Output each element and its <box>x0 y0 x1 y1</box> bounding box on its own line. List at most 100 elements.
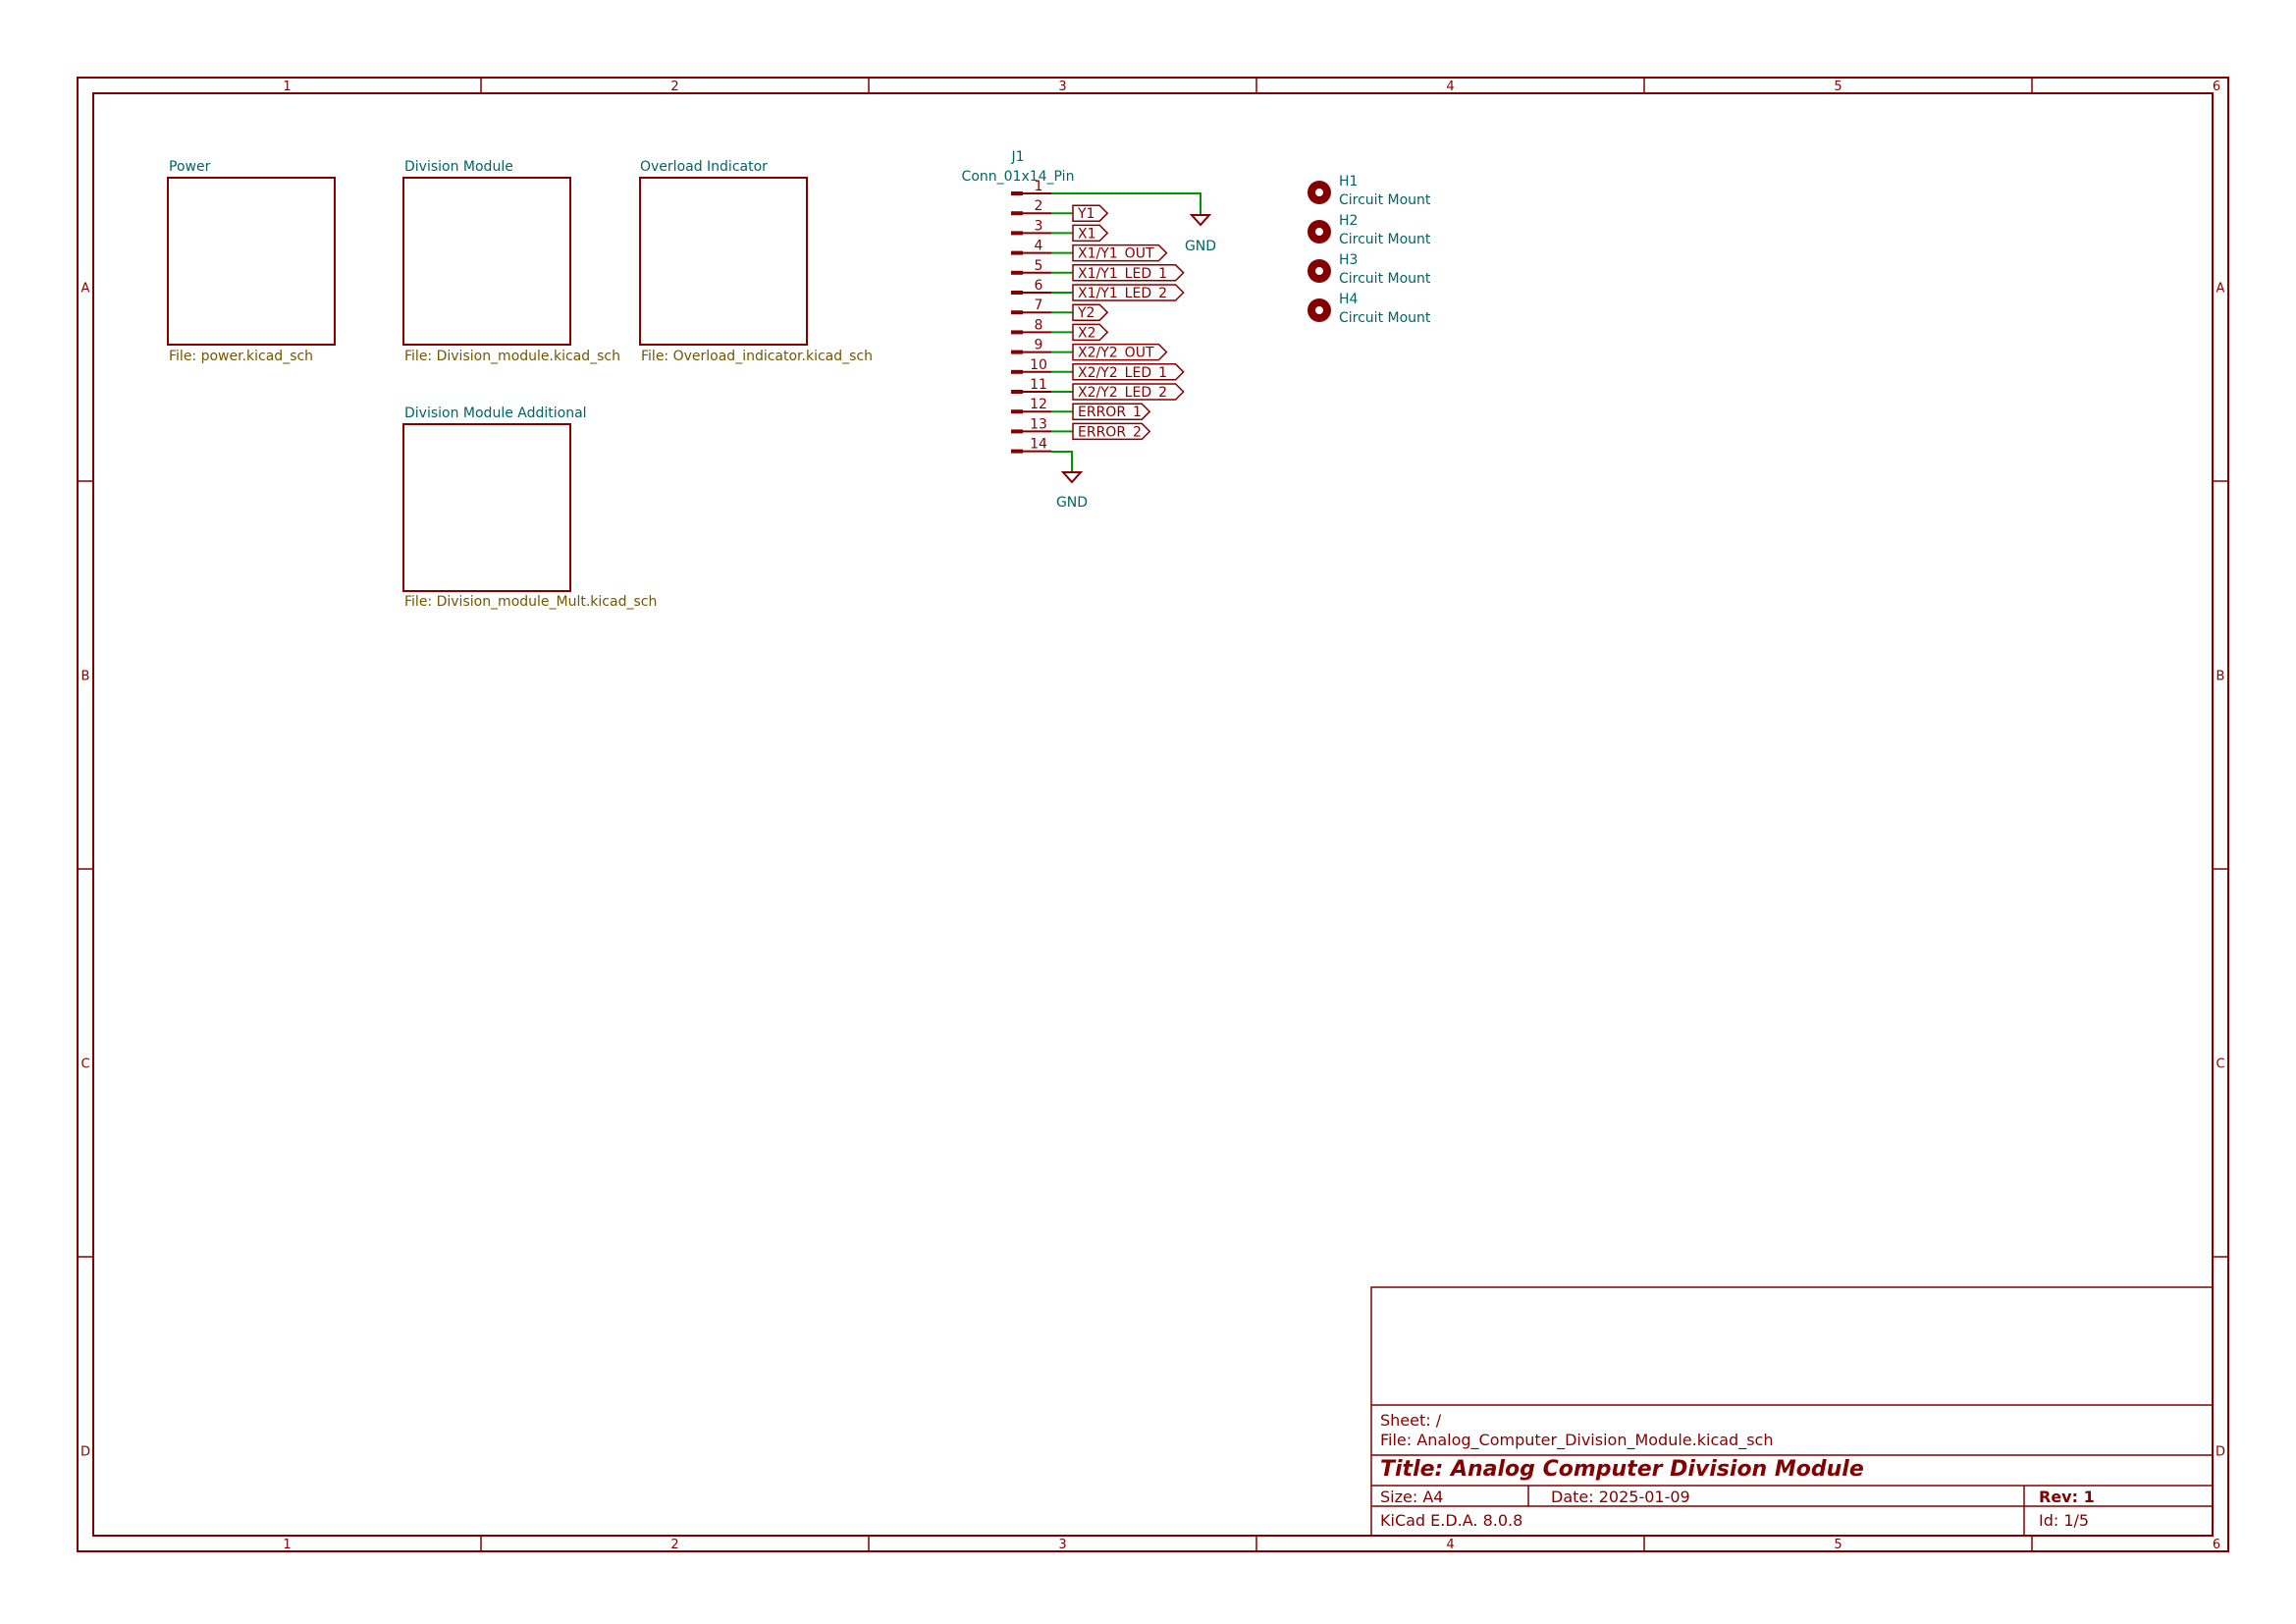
mount-hole-center <box>1315 306 1323 314</box>
global-label-text: X1 <box>1078 226 1096 242</box>
global-label[interactable] <box>1072 323 1109 342</box>
pin-body <box>1011 310 1023 315</box>
border-col-label: 4 <box>1446 80 1454 94</box>
pin-body <box>1011 231 1023 236</box>
global-label[interactable] <box>1072 383 1185 401</box>
pin-number: 9 <box>1035 338 1043 353</box>
gnd-label-bottom: GND <box>1056 495 1088 511</box>
global-label-text: X1/Y1_LED_2 <box>1078 286 1167 301</box>
border-row-label: D <box>80 1445 90 1460</box>
sheet-name: Division Module <box>404 159 513 175</box>
sheet-box[interactable] <box>402 423 571 592</box>
global-label[interactable] <box>1072 264 1185 282</box>
gnd-label-top: GND <box>1185 239 1216 254</box>
pin-number: 6 <box>1035 278 1043 294</box>
mount-ref: H4 <box>1339 292 1359 307</box>
global-label[interactable] <box>1072 363 1185 381</box>
pin-number: 5 <box>1035 258 1043 274</box>
global-label[interactable] <box>1072 403 1151 420</box>
border-col-label: 1 <box>283 1538 291 1552</box>
tb-date: Date: 2025-01-09 <box>1551 1488 1690 1506</box>
sheet-box[interactable] <box>402 177 571 346</box>
global-label[interactable] <box>1072 303 1109 321</box>
global-label[interactable] <box>1072 422 1151 441</box>
pin-number: 13 <box>1030 416 1047 432</box>
tb-title: Title: Analog Computer Division Module <box>1380 1457 1864 1482</box>
border-col-label: 2 <box>670 1538 678 1552</box>
border-col-label: 6 <box>2213 80 2220 94</box>
pin-number: 8 <box>1035 317 1043 333</box>
inner-frame <box>92 92 2214 1537</box>
sheet-box[interactable] <box>639 177 808 346</box>
pin-body <box>1011 409 1023 414</box>
sheet-division-module-additional[interactable]: Division Module Additional File: Divisio… <box>402 406 657 610</box>
sheet-name: Overload Indicator <box>640 159 768 175</box>
global-label[interactable] <box>1072 204 1109 222</box>
global-label-text: Y2 <box>1077 305 1095 321</box>
outer-frame <box>77 77 2229 1552</box>
global-label-text: ERROR_1 <box>1078 405 1142 420</box>
connector-value: Conn_01x14_Pin <box>962 169 1075 185</box>
mount-hole-center <box>1315 267 1323 275</box>
tb-tool: KiCad E.D.A. 8.0.8 <box>1380 1511 1522 1530</box>
gnd-wire-top <box>1051 192 1201 214</box>
global-label-text: X2/Y2_LED_1 <box>1078 365 1167 381</box>
border-col-label: 5 <box>1834 1538 1842 1552</box>
global-label-text: X2/Y2_LED_2 <box>1078 385 1167 401</box>
pin-body <box>1011 449 1023 454</box>
sheet-overload-indicator[interactable]: Overload Indicator File: Overload_indica… <box>639 159 873 364</box>
pin-body <box>1011 250 1023 255</box>
sheet-power[interactable]: Power File: power.kicad_sch <box>167 159 336 364</box>
global-label-text: X2/Y2_OUT <box>1078 346 1154 361</box>
tb-sheet: Sheet: / <box>1380 1411 1442 1430</box>
border-col-label: 2 <box>670 80 678 94</box>
pin-number: 4 <box>1035 239 1043 254</box>
border-row-label: B <box>81 670 90 684</box>
mount-value: Circuit Mount <box>1339 271 1431 287</box>
mount-value: Circuit Mount <box>1339 310 1431 326</box>
border-col-label: 1 <box>283 80 291 94</box>
mount-value: Circuit Mount <box>1339 192 1431 208</box>
border-col-label: 3 <box>1058 80 1066 94</box>
mount-hole-center <box>1315 228 1323 236</box>
pin-body <box>1011 350 1023 354</box>
mount-ref: H2 <box>1339 213 1358 229</box>
tb-rev: Rev: 1 <box>2039 1488 2095 1506</box>
pin-number: 10 <box>1030 357 1047 373</box>
pin-body <box>1011 191 1023 195</box>
border-row-label: C <box>2216 1057 2224 1072</box>
pin-body <box>1011 291 1023 295</box>
gnd-symbol-top <box>1189 214 1212 227</box>
global-label[interactable] <box>1072 284 1185 301</box>
sheet-box[interactable] <box>167 177 336 346</box>
sheet-file: File: Division_module_Mult.kicad_sch <box>404 594 657 610</box>
sheet-file: File: Division_module.kicad_sch <box>404 349 620 364</box>
border-col-label: 6 <box>2213 1538 2220 1552</box>
global-label[interactable] <box>1072 343 1168 361</box>
sheet-name: Power <box>169 159 211 175</box>
tb-file: File: Analog_Computer_Division_Module.ki… <box>1380 1431 1773 1450</box>
pin-body <box>1011 330 1023 335</box>
pin-body <box>1011 369 1023 374</box>
pin-number: 2 <box>1035 198 1043 214</box>
global-label-text: X1/Y1_LED_1 <box>1078 266 1167 282</box>
mount-value: Circuit Mount <box>1339 232 1431 247</box>
global-label[interactable] <box>1072 224 1109 243</box>
pin-number: 12 <box>1030 397 1047 412</box>
pin-number: 14 <box>1030 437 1047 453</box>
border-row-label: A <box>81 282 90 297</box>
global-label[interactable] <box>1072 244 1168 262</box>
border-col-label: 5 <box>1834 80 1842 94</box>
pin-number: 3 <box>1035 218 1043 234</box>
sheet-division-module[interactable]: Division Module File: Division_module.ki… <box>402 159 620 364</box>
title-block: Sheet: / File: Analog_Computer_Division_… <box>1370 1286 2214 1537</box>
